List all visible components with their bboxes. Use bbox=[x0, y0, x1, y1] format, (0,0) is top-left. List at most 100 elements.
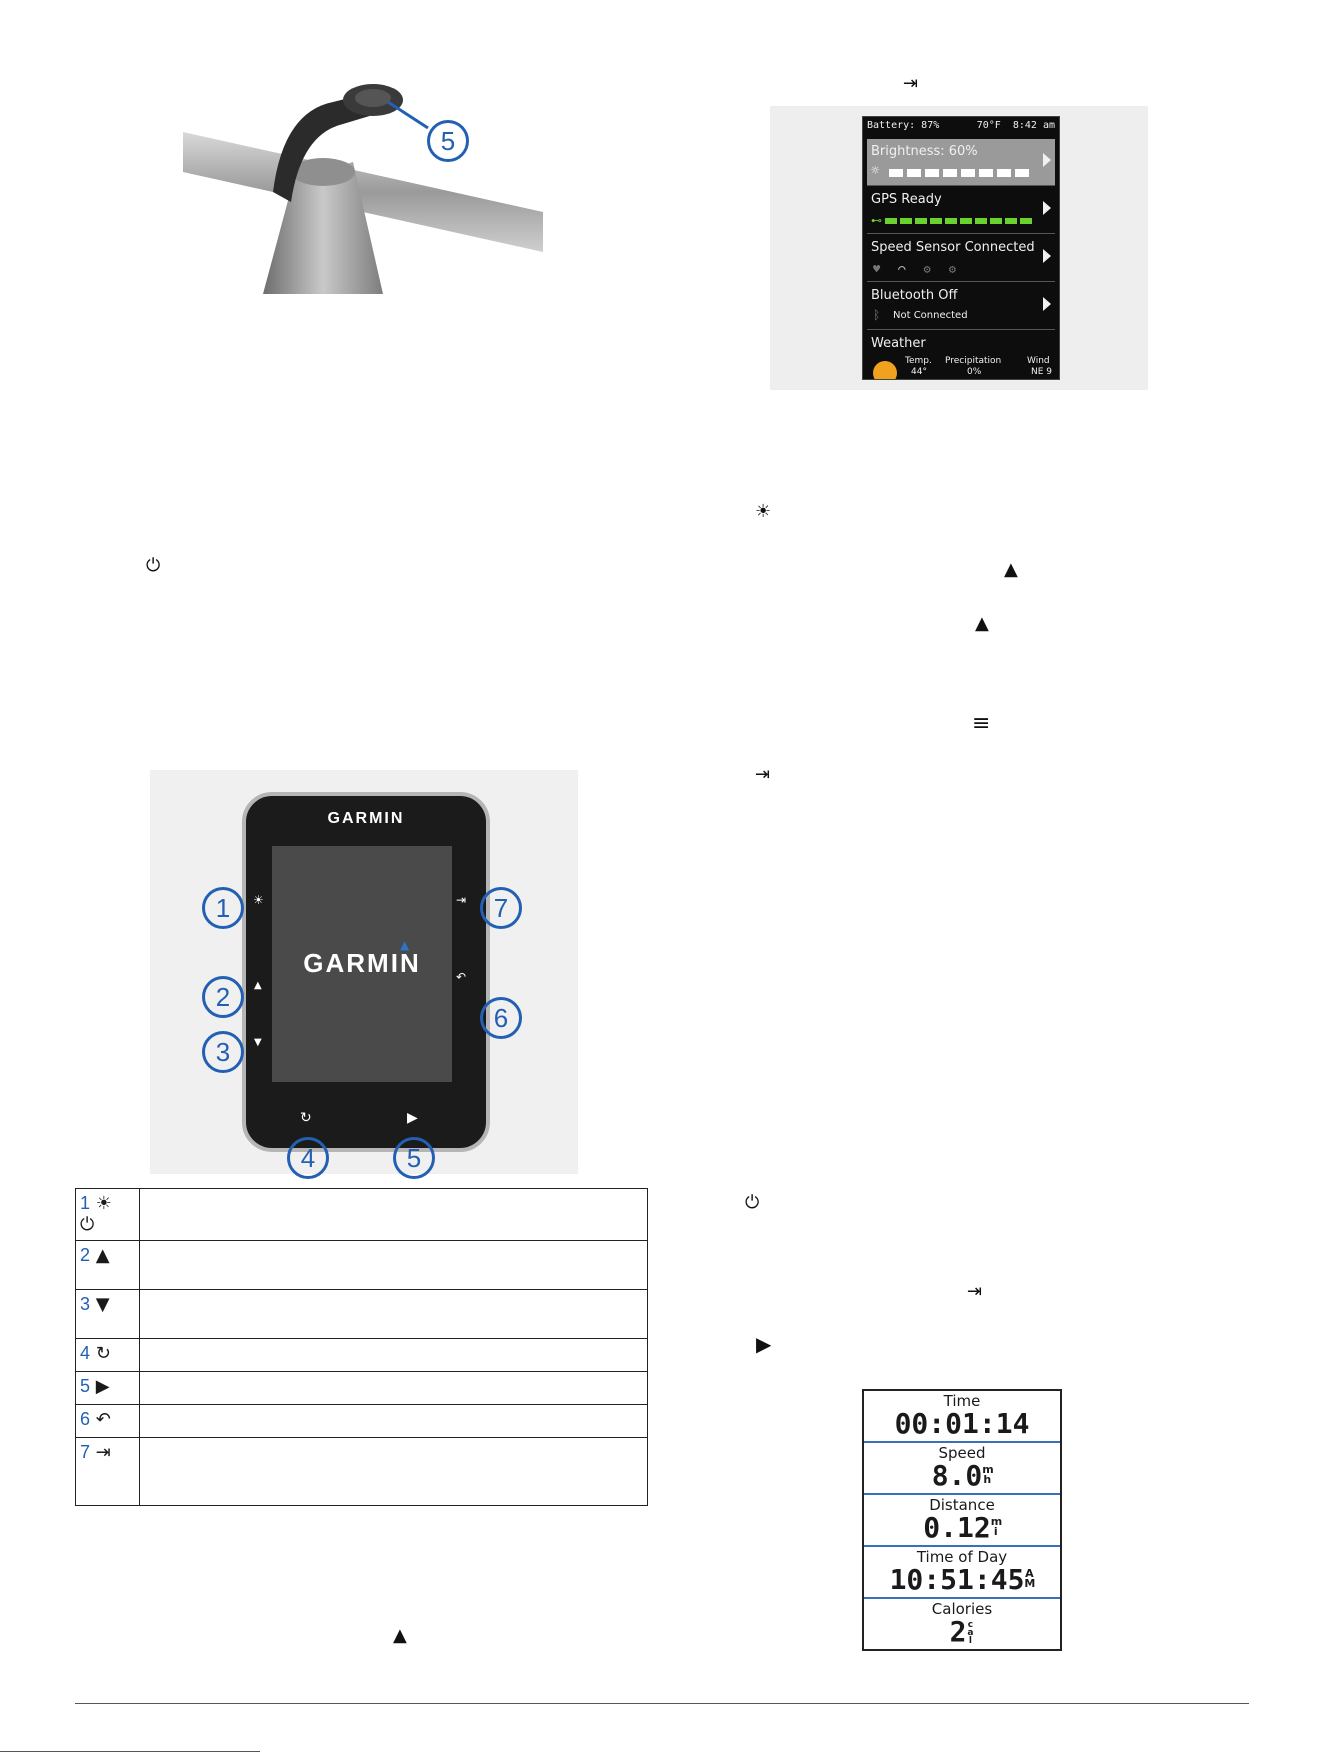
up-icon: ▲ bbox=[95, 1245, 110, 1266]
up-icon: ▲ bbox=[975, 613, 989, 634]
weather-col-precip: Precipitation bbox=[945, 356, 1002, 366]
back-button[interactable]: ↶ bbox=[456, 970, 467, 984]
brightness-icon: ☀ bbox=[95, 1193, 112, 1214]
device-callout-3: 3 bbox=[202, 1031, 244, 1073]
battery-status: Battery: 87% bbox=[867, 120, 940, 131]
chevron-right-icon bbox=[1043, 201, 1051, 215]
field-value: 00:01:14 bbox=[894, 1407, 1030, 1440]
data-field-time-of-day: Time of Day 10:51:45A M bbox=[864, 1547, 1060, 1599]
chevron-right-icon bbox=[1043, 297, 1051, 311]
field-value: 0.12 bbox=[923, 1511, 991, 1544]
field-value: 10:51:45 bbox=[889, 1563, 1025, 1596]
data-field-speed: Speed 8.0m h bbox=[864, 1443, 1060, 1495]
field-unit: A M bbox=[1024, 1567, 1036, 1590]
up-button[interactable]: ▲ bbox=[254, 980, 262, 991]
button-key-table: 1 ☀⏻ 2 ▲ 3 ▼ 4 ↻ 5 ▶ 6 ↶ 7 ⇥ bbox=[75, 1188, 648, 1506]
row-number: 3 bbox=[80, 1294, 91, 1314]
lap-button[interactable]: ↻ bbox=[300, 1110, 312, 1126]
field-label: Time of Day bbox=[916, 1548, 1008, 1566]
device-brand-logo: GARMIN bbox=[327, 810, 405, 827]
power-icon: ⏻ bbox=[745, 1192, 760, 1213]
speed-sensor-row[interactable]: Speed Sensor Connected ♥◠⚙⚙ bbox=[867, 235, 1055, 282]
weather-val-wind: NE 9 bbox=[1031, 367, 1053, 377]
menu-enter-icon: ⇥ bbox=[967, 1281, 983, 1302]
field-value: 2 bbox=[949, 1615, 967, 1648]
bluetooth-status: Not Connected bbox=[893, 310, 968, 321]
weather-row[interactable]: Weather Temp. Precipitation Wind 44° 0% … bbox=[867, 331, 1055, 379]
sun-weather-icon bbox=[873, 361, 897, 379]
field-unit: c a l bbox=[967, 1620, 974, 1646]
mount-callout-5: 5 bbox=[427, 120, 469, 162]
menu-enter-button[interactable]: ⇥ bbox=[456, 893, 467, 907]
gps-signal-bar bbox=[885, 218, 1035, 224]
power-icon: ⏻ bbox=[146, 555, 161, 576]
data-field-distance: Distance 0.12m i bbox=[864, 1495, 1060, 1547]
table-row: 7 ⇥ bbox=[75, 1437, 648, 1506]
down-button[interactable]: ▼ bbox=[254, 1037, 262, 1048]
table-row: 4 ↻ bbox=[75, 1338, 648, 1372]
back-icon: ↶ bbox=[95, 1409, 111, 1430]
down-icon: ▼ bbox=[95, 1294, 110, 1315]
row-number: 5 bbox=[80, 1376, 91, 1396]
clock: 8:42 am bbox=[1012, 120, 1055, 131]
device-callout-5: 5 bbox=[393, 1137, 435, 1179]
device-callout-2: 2 bbox=[202, 976, 244, 1018]
temperature: 70°F bbox=[976, 120, 1001, 131]
field-label: Distance bbox=[929, 1496, 995, 1514]
ride-data-screen: Time 00:01:14 Speed 8.0m h Distance 0.12… bbox=[862, 1389, 1062, 1651]
row-number: 2 bbox=[80, 1245, 91, 1265]
gps-label: GPS Ready bbox=[871, 192, 942, 207]
table-row: 6 ↶ bbox=[75, 1404, 648, 1438]
start-stop-icon: ▶ bbox=[95, 1376, 110, 1397]
bluetooth-row[interactable]: Bluetooth Off ᛒ Not Connected bbox=[867, 283, 1055, 330]
row-number: 7 bbox=[80, 1442, 91, 1462]
table-row: 1 ☀⏻ bbox=[75, 1188, 648, 1241]
weather-val-precip: 0% bbox=[967, 367, 982, 377]
weather-val-temp: 44° bbox=[911, 367, 927, 377]
chevron-right-icon bbox=[1043, 153, 1051, 167]
device-callout-7: 7 bbox=[480, 887, 522, 929]
menu-enter-icon: ⇥ bbox=[903, 73, 919, 94]
menu-enter-icon: ⇥ bbox=[95, 1442, 111, 1463]
bike-mount-illustration bbox=[183, 72, 543, 294]
row-number: 4 bbox=[80, 1343, 91, 1363]
power-icon: ⏻ bbox=[80, 1214, 95, 1235]
brightness-row[interactable]: Brightness: 60% ☼ bbox=[867, 139, 1055, 186]
gps-row[interactable]: GPS Ready ⊷ bbox=[867, 187, 1055, 234]
brightness-label: Brightness: 60% bbox=[871, 144, 978, 159]
device-screen: GARMIN ▲ bbox=[272, 846, 452, 1082]
up-icon: ▲ bbox=[393, 1625, 407, 1646]
status-top-bar: Battery: 87% 70°F 8:42 am bbox=[863, 117, 1059, 135]
sensor-icons: ♥◠⚙⚙ bbox=[873, 262, 974, 276]
field-label: Time bbox=[943, 1392, 981, 1410]
chevron-right-icon bbox=[1043, 249, 1051, 263]
up-icon: ▲ bbox=[1004, 559, 1018, 580]
lap-icon: ↻ bbox=[95, 1343, 111, 1364]
brightness-button[interactable]: ☀ bbox=[253, 893, 264, 907]
handlebar-mount-drawing bbox=[183, 84, 543, 294]
brightness-bar: ☼ bbox=[871, 163, 1031, 179]
satellite-icon: ⊷ bbox=[871, 214, 882, 227]
garmin-triangle-icon: ▲ bbox=[400, 938, 410, 952]
start-stop-icon: ▶ bbox=[756, 1332, 772, 1356]
field-unit: m h bbox=[982, 1463, 994, 1486]
table-row: 2 ▲ bbox=[75, 1240, 648, 1290]
field-label: Calories bbox=[931, 1600, 993, 1618]
weather-col-wind: Wind bbox=[1027, 356, 1050, 366]
field-unit: m i bbox=[990, 1515, 1003, 1538]
weather-col-temp: Temp. bbox=[905, 356, 932, 366]
row-number: 1 bbox=[80, 1193, 91, 1213]
screen-brand-logo: GARMIN bbox=[303, 948, 421, 978]
row-number: 6 bbox=[80, 1409, 91, 1429]
menu-enter-icon: ⇥ bbox=[755, 764, 771, 785]
brightness-icon: ☀ bbox=[755, 501, 772, 522]
field-label: Speed bbox=[938, 1444, 986, 1462]
sun-icon: ☼ bbox=[871, 163, 880, 179]
bluetooth-icon: ᛒ bbox=[873, 308, 881, 322]
menu-icon: ≡ bbox=[972, 711, 991, 736]
weather-label: Weather bbox=[871, 336, 926, 351]
data-field-calories: Calories 2c a l bbox=[864, 1599, 1060, 1649]
start-stop-button[interactable]: ▶ bbox=[407, 1110, 418, 1126]
device-callout-1: 1 bbox=[202, 887, 244, 929]
data-field-time: Time 00:01:14 bbox=[864, 1391, 1060, 1443]
